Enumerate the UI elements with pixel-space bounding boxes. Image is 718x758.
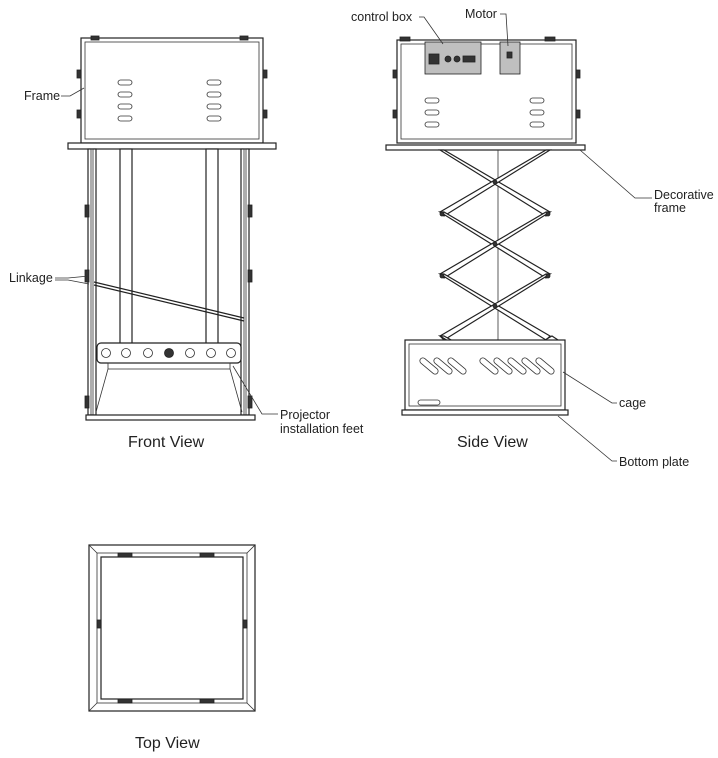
label-projector-feet-line2: installation feet (280, 422, 364, 436)
front-view (67, 35, 277, 421)
side-housing (396, 39, 577, 144)
front-feet-holes (101, 348, 236, 358)
side-view (385, 36, 586, 416)
side-decorative-frame (385, 144, 586, 151)
side-vents-right (529, 97, 545, 128)
top-view (88, 544, 256, 712)
label-decorative-frame-line1: Decorative (654, 188, 714, 202)
side-bottom-plate (401, 409, 569, 416)
front-decorative-plate (67, 142, 277, 150)
front-linkage-diagonal (93, 281, 245, 319)
label-frame: Frame (24, 89, 60, 103)
side-vents-left (424, 97, 440, 128)
label-decorative-frame-line2: frame (654, 201, 686, 215)
cage-slots (419, 357, 555, 375)
label-bottom-plate: Bottom plate (619, 455, 689, 469)
front-inner-column-right (205, 148, 219, 346)
front-bottom-plate (85, 414, 256, 421)
front-frame-box (80, 37, 264, 144)
cage (404, 339, 566, 411)
label-projector-feet-line1: Projector (280, 408, 330, 422)
label-linkage: Linkage (9, 271, 53, 285)
title-front-view: Front View (128, 434, 205, 451)
label-cage: cage (619, 396, 646, 410)
front-vents-right (206, 79, 222, 122)
front-vents-left (117, 79, 133, 122)
label-motor: Motor (465, 7, 497, 21)
label-control-box: control box (351, 10, 413, 24)
front-inner-column-left (119, 148, 133, 346)
top-inner-box (100, 556, 244, 700)
title-side-view: Side View (457, 434, 528, 451)
title-top-view: Top View (135, 735, 200, 752)
